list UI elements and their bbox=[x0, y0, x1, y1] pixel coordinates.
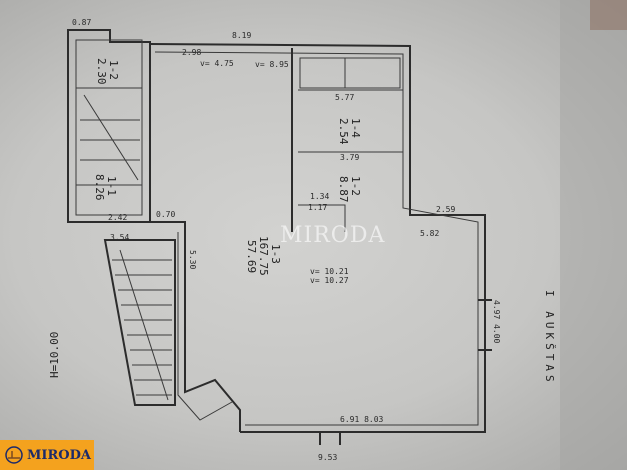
room-code: 1-1 bbox=[105, 176, 118, 196]
dim-top-total: 8.19 bbox=[232, 31, 251, 40]
room-code: 1-2 bbox=[107, 60, 120, 80]
room-code: 1-3 bbox=[269, 244, 282, 264]
dim-kitchen-width: 5.77 bbox=[335, 93, 354, 102]
dim-stair-left: 2.42 bbox=[108, 213, 127, 222]
dim-top-left: 0.87 bbox=[72, 18, 91, 27]
dim-top-mid: 2.98 bbox=[182, 48, 201, 57]
room-area: 8.26 bbox=[93, 174, 106, 201]
dim-v3: v= 10.21 bbox=[310, 267, 349, 276]
dim-right-step2: 5.82 bbox=[420, 229, 439, 238]
room-extra: 57.69 bbox=[245, 240, 258, 273]
dim-gap: 0.70 bbox=[156, 210, 175, 219]
dim-left-side: 5.30 bbox=[188, 250, 197, 269]
dim-v4: v= 10.27 bbox=[310, 276, 349, 285]
room-code: 1-4 bbox=[349, 118, 362, 138]
room-area: 8.87 bbox=[337, 176, 350, 203]
logo-text: MIRODA bbox=[27, 447, 91, 463]
miroda-logo: MIRODA bbox=[0, 440, 94, 470]
dim-bottom-total: 9.53 bbox=[318, 453, 337, 462]
room-area: 2.54 bbox=[337, 118, 350, 145]
logo-emblem-icon bbox=[5, 446, 23, 464]
height-label: H=10.00 bbox=[48, 332, 61, 378]
dim-v2: v= 8.95 bbox=[255, 60, 289, 69]
room-labels: 1-2 2.30 1-1 8.26 1-4 2.54 1-2 8.87 1-3 … bbox=[93, 58, 362, 276]
dim-bottom-inner: 6.91 8.03 bbox=[340, 415, 384, 424]
dim-right-step: 2.59 bbox=[436, 205, 455, 214]
dim-room2-width: 3.79 bbox=[340, 153, 359, 162]
room-code: 1-2 bbox=[349, 176, 362, 196]
dim-closet-outer: 1.34 bbox=[310, 192, 329, 201]
dim-v1: v= 4.75 bbox=[200, 59, 234, 68]
dim-stair-lower: 3.54 bbox=[110, 233, 129, 242]
watermark: MIRODA bbox=[280, 223, 385, 248]
floor-title: I AUKŠTAS bbox=[543, 290, 556, 386]
dim-right-side: 4.97 4.00 bbox=[492, 300, 501, 344]
walls bbox=[67, 29, 492, 445]
dim-closet-inner: 1.17 bbox=[308, 203, 327, 212]
room-area: 2.30 bbox=[95, 58, 108, 85]
room-area: 167.75 bbox=[257, 236, 270, 276]
